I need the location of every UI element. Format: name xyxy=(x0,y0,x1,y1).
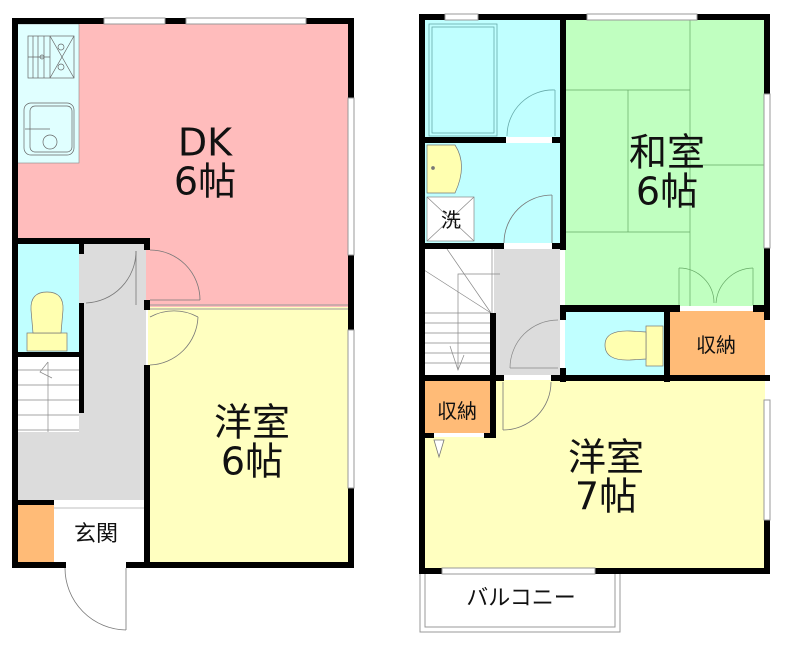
western-room-1f-name: 洋室 xyxy=(213,400,291,445)
japanese-room-size: 6帖 xyxy=(635,169,699,213)
japanese-room-label: 和室 6帖 xyxy=(629,133,705,211)
balcony xyxy=(419,569,621,633)
staircase-2f xyxy=(424,249,494,375)
stairs-icon-2f xyxy=(423,248,559,372)
balcony-label: バルコニー xyxy=(466,585,576,611)
hallway-2f xyxy=(494,249,560,375)
sink-icon xyxy=(23,102,75,156)
dk-size: 6帖 xyxy=(173,159,237,203)
dk-name: DK xyxy=(177,120,233,165)
shoe-storage xyxy=(17,504,54,564)
bathroom xyxy=(424,19,560,137)
western-room-1f-label: 洋室 6帖 xyxy=(214,403,290,481)
entrance-label: 玄関 xyxy=(73,521,119,547)
windows-2f xyxy=(441,13,771,575)
toilet-icon-2f xyxy=(604,325,664,367)
western-room-1f-size: 6帖 xyxy=(220,439,284,483)
door-swings-1f xyxy=(64,249,201,631)
stove-icon xyxy=(27,35,75,79)
storage-right xyxy=(669,311,765,375)
storage-left-label: 収納 xyxy=(437,398,477,423)
stairs-icon xyxy=(17,361,79,440)
bathtub-icon xyxy=(428,23,556,137)
washbasin-icon xyxy=(426,144,462,194)
washer-space xyxy=(426,196,475,242)
windows-1f xyxy=(103,17,355,489)
western-room-2f-name: 洋室 xyxy=(567,435,645,480)
storage-right-label: 収納 xyxy=(696,332,736,357)
floor-1 xyxy=(12,17,355,631)
western-room-1f xyxy=(148,307,350,564)
dk-label: DK 6帖 xyxy=(174,123,236,201)
kitchen-counter xyxy=(16,23,80,164)
entrance-area xyxy=(54,504,146,564)
floor-2 xyxy=(419,13,771,633)
washer-label: 洗 xyxy=(441,207,461,232)
storage-left xyxy=(424,381,490,433)
walls-1f xyxy=(12,18,354,568)
tatami-lines xyxy=(565,19,765,306)
walls-2f xyxy=(419,14,770,574)
western-room-2f xyxy=(424,380,765,568)
japanese-room-name: 和室 xyxy=(628,130,706,175)
western-room-2f-label: 洋室 7帖 xyxy=(568,438,644,516)
toilet-icon xyxy=(26,291,68,352)
japanese-room xyxy=(565,19,765,306)
western-room-2f-size: 7帖 xyxy=(574,474,638,518)
